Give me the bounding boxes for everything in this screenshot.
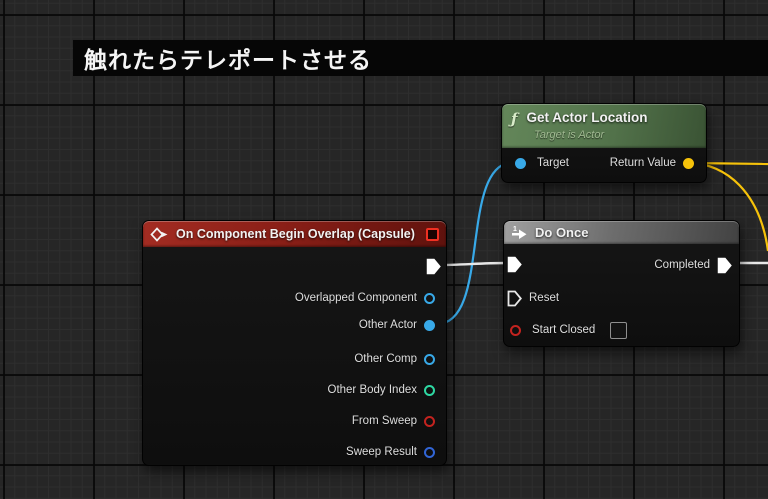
reset-exec-pin[interactable] [507, 290, 522, 307]
overlapped-component-pin[interactable] [424, 292, 435, 304]
pin-label: Other Actor [358, 319, 417, 331]
node-title: On Component Begin Overlap (Capsule) [176, 227, 415, 241]
comment-text: 触れたらテレポートさせる [84, 47, 372, 73]
other-actor-pin[interactable] [424, 319, 435, 331]
pin-row: Overlapped Component [295, 289, 439, 307]
node-do-once[interactable]: 1 Do Once Completed Reset Start Closed [503, 220, 740, 347]
do-once-icon: 1 [511, 225, 528, 240]
exec-out-pin[interactable] [426, 258, 441, 275]
pin-label: Other Comp [354, 353, 417, 365]
return-value-pin[interactable] [683, 157, 694, 169]
completed-exec-pin[interactable] [717, 257, 732, 274]
function-f-icon: ƒ [511, 110, 518, 128]
from-sweep-pin[interactable] [424, 415, 435, 427]
pin-label: Completed [654, 259, 710, 271]
pin-label: Target [537, 157, 569, 169]
pin-label: Start Closed [532, 324, 596, 336]
pin-label: Return Value [609, 157, 676, 169]
svg-text:1: 1 [513, 226, 517, 233]
pin-row-target: Target [515, 154, 569, 172]
pin-row-start-closed: Start Closed [510, 321, 628, 339]
start-closed-pin[interactable] [510, 324, 521, 336]
pin-row: Other Actor [359, 316, 439, 334]
pin-row-completed: Completed [654, 256, 732, 274]
other-body-index-pin[interactable] [424, 384, 435, 396]
exec-in-pin[interactable] [507, 256, 522, 273]
node-title: Do Once [535, 225, 589, 240]
pin-label: Other Body Index [327, 384, 418, 396]
wire-exec-overlap-to-doonce[interactable] [436, 261, 507, 267]
pin-row: From Sweep [352, 412, 439, 430]
node-get-actor-location[interactable]: ƒ Get Actor Location Target is Actor Tar… [501, 103, 707, 183]
pin-row-return-value: Return Value [610, 154, 698, 172]
pin-label: Sweep Result [346, 446, 417, 458]
pin-row-reset: Reset [507, 289, 559, 307]
pin-row: Other Body Index [328, 381, 440, 399]
delegate-pin[interactable] [426, 228, 439, 241]
other-comp-pin[interactable] [424, 353, 435, 365]
pin-label: Overlapped Component [294, 292, 417, 304]
node-subtitle: Target is Actor [534, 129, 605, 141]
node-on-component-begin-overlap[interactable]: On Component Begin Overlap (Capsule) Ove… [142, 220, 447, 466]
start-closed-checkbox[interactable] [610, 321, 628, 339]
sweep-result-pin[interactable] [424, 446, 435, 458]
pin-row: Other Comp [354, 350, 439, 368]
pin-label: Reset [529, 292, 560, 304]
event-icon [150, 226, 169, 242]
target-pin[interactable] [515, 157, 526, 169]
node-title: Get Actor Location [526, 110, 648, 125]
pin-row: Sweep Result [346, 443, 439, 461]
comment-node-title-bar[interactable]: 触れたらテレポートさせる [73, 40, 768, 76]
wire-other-actor-to-target[interactable] [436, 160, 515, 326]
pin-label: From Sweep [351, 415, 417, 427]
